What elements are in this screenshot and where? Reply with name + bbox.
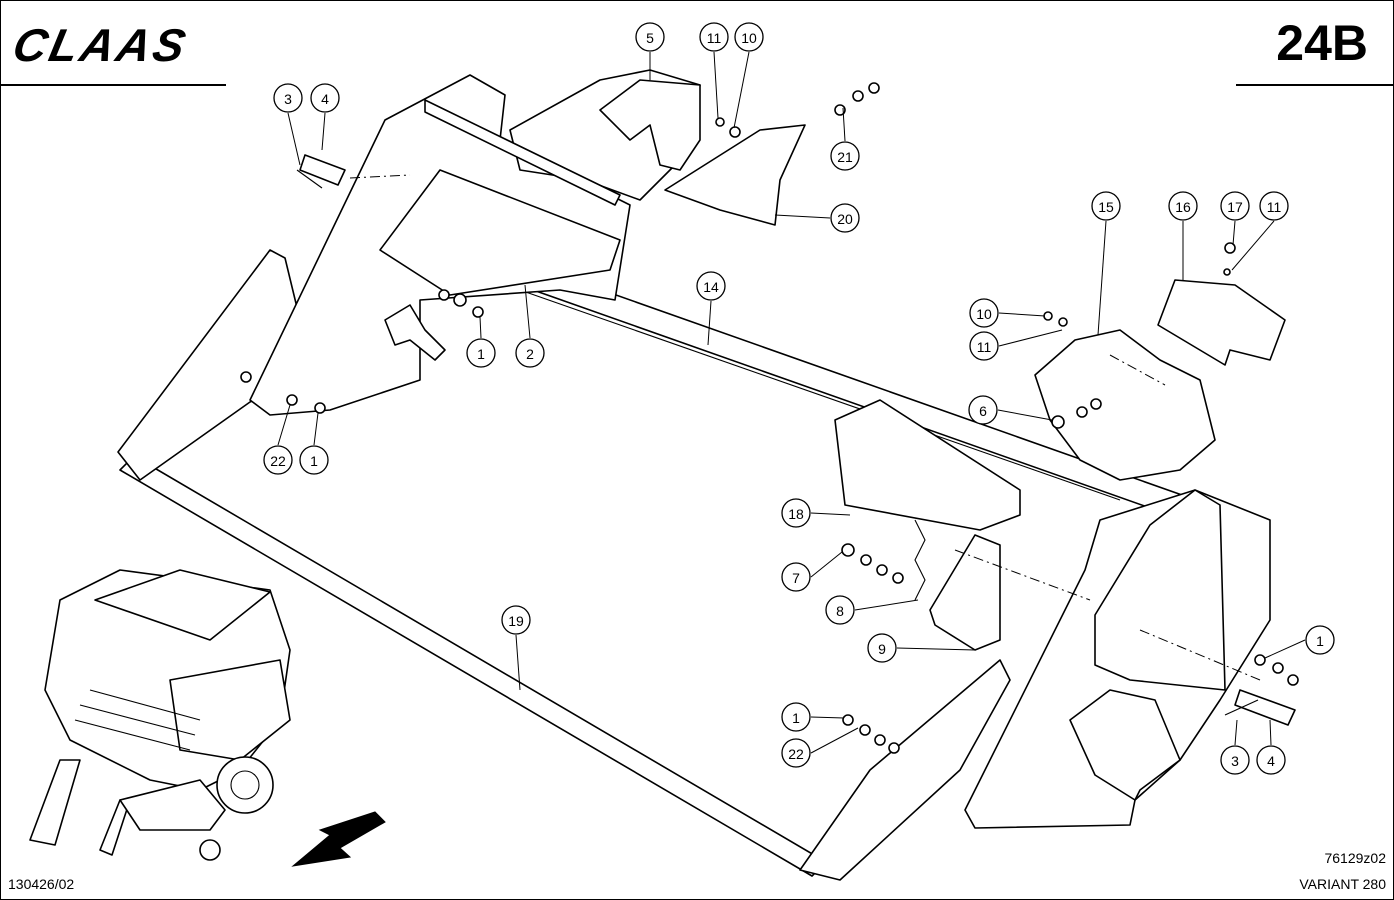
callout-label: 3: [284, 91, 292, 107]
part-pin-left: [299, 154, 346, 186]
callout-9: 9: [867, 633, 897, 663]
part-right-side-plate: [799, 659, 1011, 881]
part-right-hook: [1069, 689, 1181, 801]
callout-10: 10: [969, 298, 999, 328]
callout-label: 22: [788, 746, 804, 762]
model-name: VARIANT 280: [1299, 876, 1386, 892]
callout-10: 10: [734, 22, 764, 52]
callout-label: 7: [792, 570, 800, 586]
callout-label: 15: [1098, 199, 1114, 215]
callout-label: 9: [878, 641, 886, 657]
header-rule-left: [0, 84, 226, 86]
callout-label: 1: [477, 346, 485, 362]
callout-17: 17: [1220, 191, 1250, 221]
callout-label: 10: [741, 30, 757, 46]
figure-code: 76129z02: [1324, 850, 1386, 866]
callout-label: 8: [836, 603, 844, 619]
callout-label: 1: [310, 453, 318, 469]
part-pin-right: [1234, 689, 1296, 726]
callout-4: 4: [1256, 745, 1286, 775]
callout-16: 16: [1168, 191, 1198, 221]
callout-label: 16: [1175, 199, 1191, 215]
callout-20: 20: [830, 203, 860, 233]
callout-19: 19: [501, 605, 531, 635]
part-hook-plate: [599, 79, 701, 171]
callout-1: 1: [299, 445, 329, 475]
callout-22: 22: [263, 445, 293, 475]
callout-22: 22: [781, 738, 811, 768]
page-code: 24B: [1276, 15, 1368, 71]
arrow-icon: [291, 811, 386, 867]
drawing-number: 130426/02: [8, 876, 75, 892]
callout-label: 14: [703, 279, 719, 295]
baler-machine-icon: [29, 569, 291, 861]
part-slotted-strip: [424, 99, 621, 206]
callout-label: 22: [270, 453, 286, 469]
part-right-cover: [1094, 489, 1226, 691]
callout-label: 5: [646, 30, 654, 46]
part-cover-16: [1157, 279, 1286, 366]
callout-18: 18: [781, 498, 811, 528]
callout-2: 2: [515, 338, 545, 368]
part-box-18: [834, 399, 1021, 531]
callout-15: 15: [1091, 191, 1121, 221]
callout-11: 11: [969, 331, 999, 361]
callout-11: 11: [699, 22, 729, 52]
fastener-group: [240, 82, 1299, 754]
callout-14: 14: [696, 271, 726, 301]
callout-label: 4: [321, 91, 329, 107]
callout-label: 17: [1227, 199, 1243, 215]
part-guard-20: [664, 124, 806, 226]
callout-label: 21: [837, 149, 853, 165]
callout-label: 18: [788, 506, 804, 522]
callout-label: 2: [526, 346, 534, 362]
callout-11: 11: [1259, 191, 1289, 221]
callout-3: 3: [273, 83, 303, 113]
callout-label: 11: [707, 30, 722, 46]
part-bracket-15: [1034, 329, 1216, 481]
callout-7: 7: [781, 562, 811, 592]
part-left-cover: [379, 169, 621, 296]
callout-label: 11: [1267, 199, 1282, 215]
callout-1: 1: [466, 338, 496, 368]
callout-3: 3: [1220, 745, 1250, 775]
part-bracket-9: [929, 534, 1001, 651]
callout-5: 5: [635, 22, 665, 52]
callout-label: 11: [977, 339, 992, 355]
callout-label: 3: [1231, 753, 1239, 769]
callout-6: 6: [968, 395, 998, 425]
callout-1: 1: [781, 702, 811, 732]
callout-label: 20: [837, 211, 853, 227]
callout-label: 4: [1267, 753, 1275, 769]
part-split-pin-left: [296, 169, 323, 189]
callout-label: 6: [979, 403, 987, 419]
part-split-pin-right: [1224, 699, 1259, 716]
callout-4: 4: [310, 83, 340, 113]
callout-8: 8: [825, 595, 855, 625]
header-rule-right: [1236, 84, 1394, 86]
callout-label: 1: [792, 710, 800, 726]
callout-label: 1: [1316, 633, 1324, 649]
leader-lines: [277, 51, 1306, 754]
part-left-hook: [384, 304, 446, 361]
callout-21: 21: [830, 141, 860, 171]
part-chain-8: [914, 519, 926, 601]
callout-label: 19: [508, 613, 524, 629]
callout-label: 10: [976, 306, 992, 322]
callout-1: 1: [1305, 625, 1335, 655]
